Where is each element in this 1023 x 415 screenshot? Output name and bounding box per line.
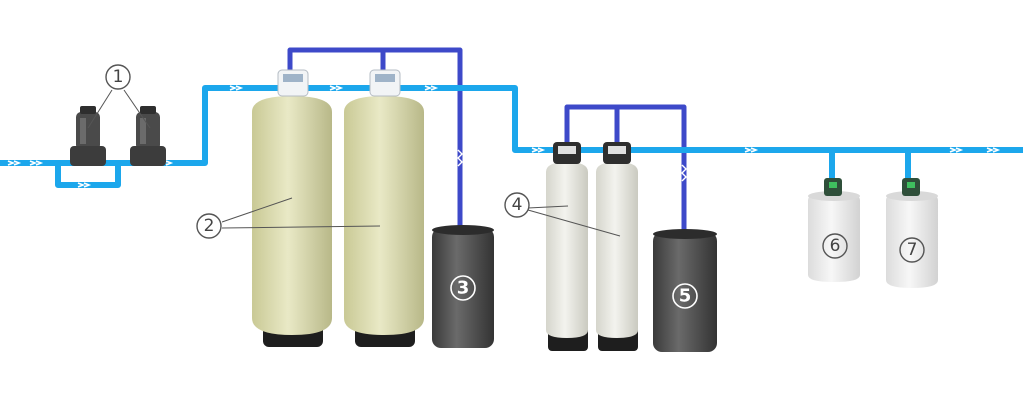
- filter-brine-tank: [432, 225, 494, 348]
- control-valve-icon: [553, 142, 581, 164]
- softener-tank-right: [596, 162, 638, 351]
- svg-text:6: 6: [830, 236, 841, 256]
- dosing-pump-icon: [902, 178, 920, 196]
- svg-text:3: 3: [457, 278, 470, 299]
- svg-text:2: 2: [204, 216, 215, 236]
- badge-dosing-a: 6: [822, 233, 848, 259]
- callout-iron-filters: 2: [196, 213, 222, 239]
- svg-text:5: 5: [679, 286, 692, 307]
- dosing-pump-icon: [824, 178, 842, 196]
- badge-dosing-b: 7: [899, 237, 925, 263]
- svg-text:1: 1: [113, 67, 124, 87]
- control-valve-icon: [369, 69, 401, 97]
- disc-filter-right: [130, 106, 166, 166]
- callout-leaders: [87, 89, 621, 237]
- svg-text:7: 7: [907, 240, 918, 260]
- iron-filter-tank-right: [344, 96, 424, 347]
- control-valve-icon: [603, 142, 631, 164]
- iron-filter-tank-left: [252, 96, 332, 347]
- softener-brine-tank: [653, 229, 717, 352]
- softener-drain-line: [564, 104, 687, 232]
- badge-softener-brine: 5: [672, 283, 698, 309]
- callout-filters: 1: [105, 64, 131, 90]
- drain-zigzag: [457, 149, 687, 182]
- softener-tank-left: [546, 162, 588, 351]
- filter-bypass-line: [55, 163, 121, 188]
- control-valve-icon: [277, 69, 309, 97]
- disc-filter-left: [70, 106, 106, 166]
- callout-softeners: 4: [504, 192, 530, 218]
- filter-drain-line: [287, 47, 463, 228]
- svg-text:4: 4: [512, 195, 523, 215]
- badge-filter-brine: 3: [450, 275, 476, 301]
